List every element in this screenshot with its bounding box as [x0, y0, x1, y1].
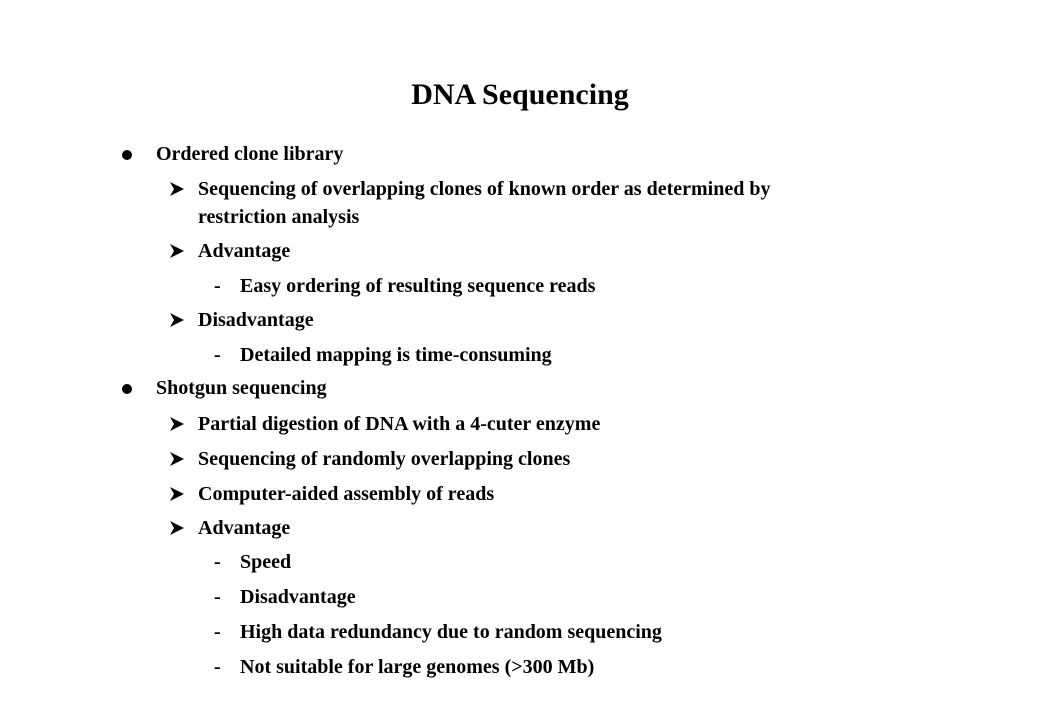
dash-bullet: -	[214, 344, 221, 366]
list-item-disadvantage: Disadvantage	[170, 307, 314, 333]
list-item-text: Shotgun sequencing	[156, 377, 327, 399]
list-item-speed: - Speed	[214, 549, 292, 575]
bullet-dot-icon	[122, 150, 132, 160]
arrow-bullet-icon	[170, 417, 184, 431]
list-item-shotgun-sequencing: Shotgun sequencing	[122, 375, 327, 401]
list-item-not-suitable: - Not suitable for large genomes (>300 M…	[214, 654, 595, 680]
list-item-text: Not suitable for large genomes (>300 Mb)	[240, 656, 595, 678]
arrow-bullet-icon	[170, 182, 184, 196]
arrow-bullet-icon	[170, 313, 184, 327]
list-item-ordered-clone-library: Ordered clone library	[122, 141, 344, 167]
list-item-text: Sequencing of randomly overlapping clone…	[198, 448, 571, 470]
slide-title: DNA Sequencing	[411, 78, 629, 111]
list-item-text: Advantage	[198, 517, 291, 539]
list-item-text: Disadvantage	[240, 586, 356, 608]
list-item-text: Speed	[240, 551, 292, 573]
list-item-text: Advantage	[198, 240, 291, 262]
list-item-overlapping-clones: Sequencing of overlapping clones of know…	[170, 176, 771, 202]
arrow-bullet-icon	[170, 244, 184, 258]
list-item-random-overlapping: Sequencing of randomly overlapping clone…	[170, 446, 571, 472]
list-item-continuation: restriction analysis	[198, 204, 359, 230]
list-item-text: High data redundancy due to random seque…	[240, 621, 662, 643]
list-item-high-redundancy: - High data redundancy due to random seq…	[214, 619, 662, 645]
list-item-text: Sequencing of overlapping clones of know…	[198, 178, 771, 200]
list-item-text: Disadvantage	[198, 309, 314, 331]
list-item-text: Computer-aided assembly of reads	[198, 483, 495, 505]
arrow-bullet-icon	[170, 487, 184, 501]
bullet-dot-icon	[122, 384, 132, 394]
arrow-bullet-icon	[170, 521, 184, 535]
dash-bullet: -	[214, 656, 221, 678]
list-item-computer-aided-assembly: Computer-aided assembly of reads	[170, 481, 495, 507]
list-item-text: Partial digestion of DNA with a 4-cuter …	[198, 413, 601, 435]
list-item-text: Easy ordering of resulting sequence read…	[240, 275, 596, 297]
list-item-advantage: Advantage	[170, 238, 291, 264]
list-item-easy-ordering: - Easy ordering of resulting sequence re…	[214, 273, 596, 299]
list-item-text: Detailed mapping is time-consuming	[240, 344, 552, 366]
dash-bullet: -	[214, 551, 221, 573]
dash-bullet: -	[214, 586, 221, 608]
list-item-text: restriction analysis	[198, 206, 360, 228]
list-item-detailed-mapping: - Detailed mapping is time-consuming	[214, 342, 552, 368]
list-item-text: Ordered clone library	[156, 143, 344, 165]
dash-bullet: -	[214, 275, 221, 297]
list-item-advantage-2: Advantage	[170, 515, 291, 541]
list-item-partial-digestion: Partial digestion of DNA with a 4-cuter …	[170, 411, 601, 437]
list-item-disadvantage-2: - Disadvantage	[214, 584, 356, 610]
dash-bullet: -	[214, 621, 221, 643]
arrow-bullet-icon	[170, 452, 184, 466]
